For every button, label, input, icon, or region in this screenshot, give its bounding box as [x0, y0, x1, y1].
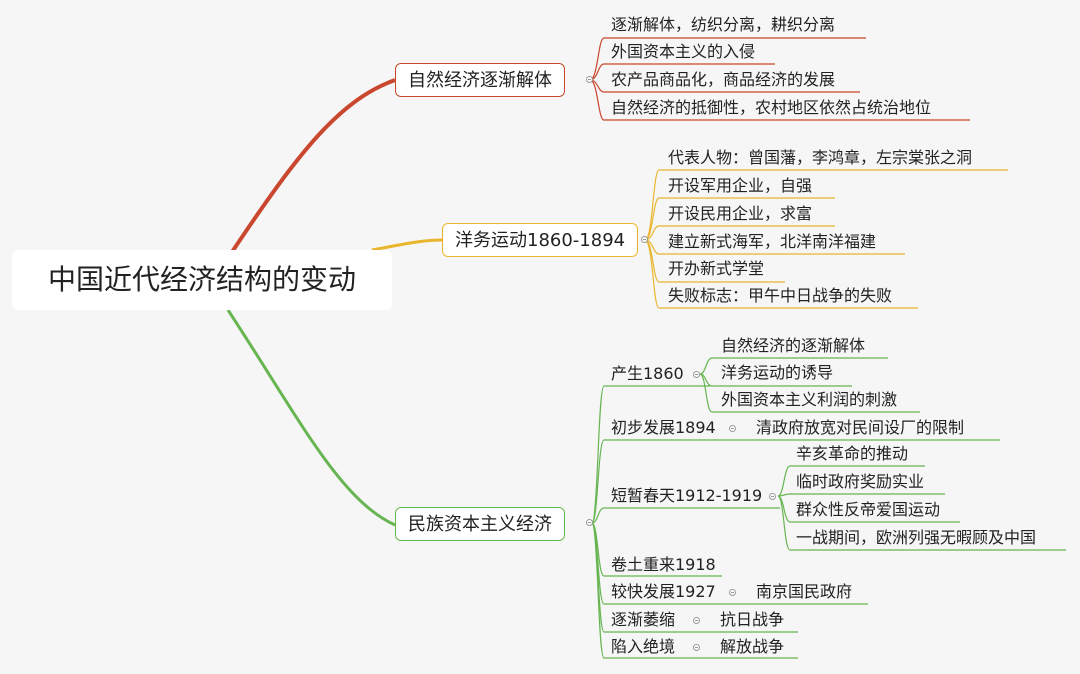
- initial-child-1[interactable]: 清政府放宽对民间设厂的限制: [756, 418, 965, 437]
- collapse-yangwu-icon[interactable]: [641, 236, 648, 243]
- spring-child-3[interactable]: 群众性反帝爱国运动: [796, 500, 941, 519]
- connector-root-natural: [230, 78, 396, 254]
- natural-item-2[interactable]: 外国资本主义的入侵: [611, 42, 756, 61]
- branch-national-capitalism[interactable]: 民族资本主义经济: [395, 507, 565, 541]
- yangwu-item-1[interactable]: 代表人物：曾国藩，李鸿章，左宗棠张之洞: [668, 148, 973, 167]
- natural-item-3[interactable]: 农产品商品化，商品经济的发展: [611, 70, 836, 89]
- branch-natural-economy[interactable]: 自然经济逐渐解体: [395, 63, 565, 97]
- stage-origin-1860[interactable]: 产生1860: [611, 364, 684, 383]
- origin-child-1[interactable]: 自然经济的逐渐解体: [721, 336, 866, 355]
- collapse-stage-origin-icon[interactable]: [693, 371, 700, 378]
- collapse-stage-decline-icon[interactable]: [693, 617, 700, 624]
- connector-root-national: [226, 309, 396, 527]
- decline-child-1[interactable]: 抗日战争: [720, 610, 785, 629]
- natural-item-4[interactable]: 自然经济的抵御性，农村地区依然占统治地位: [611, 98, 932, 117]
- stage-comeback-1918[interactable]: 卷土重来1918: [611, 555, 716, 574]
- spring-child-1[interactable]: 辛亥革命的推动: [796, 444, 909, 463]
- origin-child-3[interactable]: 外国资本主义利润的刺激: [721, 390, 898, 409]
- collapse-stage-rapid-icon[interactable]: [729, 589, 736, 596]
- root-topic[interactable]: 中国近代经济结构的变动: [12, 250, 392, 310]
- spring-child-2[interactable]: 临时政府奖励实业: [796, 472, 925, 491]
- stage-desperate-situation[interactable]: 陷入绝境: [611, 637, 676, 656]
- spring-child-4[interactable]: 一战期间，欧洲列强无暇顾及中国: [796, 528, 1037, 547]
- national-stage-connectors: [591, 357, 1066, 659]
- stage-initial-development-1894[interactable]: 初步发展1894: [611, 418, 716, 437]
- stage-rapid-development-1927[interactable]: 较快发展1927: [611, 582, 716, 601]
- yangwu-item-5[interactable]: 开办新式学堂: [668, 259, 765, 278]
- desperate-child-1[interactable]: 解放战争: [720, 637, 785, 656]
- origin-child-2[interactable]: 洋务运动的诱导: [721, 363, 834, 382]
- rapid-child-1[interactable]: 南京国民政府: [756, 582, 853, 601]
- collapse-national-icon[interactable]: [586, 519, 593, 526]
- stage-brief-spring-1912-1919[interactable]: 短暂春天1912-1919: [611, 486, 763, 505]
- natural-item-1[interactable]: 逐渐解体，纺织分离，耕织分离: [611, 15, 836, 34]
- connector-root-yangwu: [371, 238, 443, 252]
- yangwu-item-2[interactable]: 开设军用企业，自强: [668, 176, 813, 195]
- collapse-stage-initial-icon[interactable]: [729, 425, 736, 432]
- collapse-natural-icon[interactable]: [586, 76, 593, 83]
- collapse-stage-desperate-icon[interactable]: [693, 644, 700, 651]
- yangwu-item-3[interactable]: 开设民用企业，求富: [668, 204, 813, 223]
- collapse-stage-spring-icon[interactable]: [769, 493, 776, 500]
- yangwu-item-6[interactable]: 失败标志：甲午中日战争的失败: [668, 286, 893, 305]
- yangwu-item-4[interactable]: 建立新式海军，北洋南洋福建: [668, 232, 877, 251]
- branch-yangwu-movement[interactable]: 洋务运动1860-1894: [442, 223, 639, 257]
- stage-gradual-decline[interactable]: 逐渐萎缩: [611, 610, 676, 629]
